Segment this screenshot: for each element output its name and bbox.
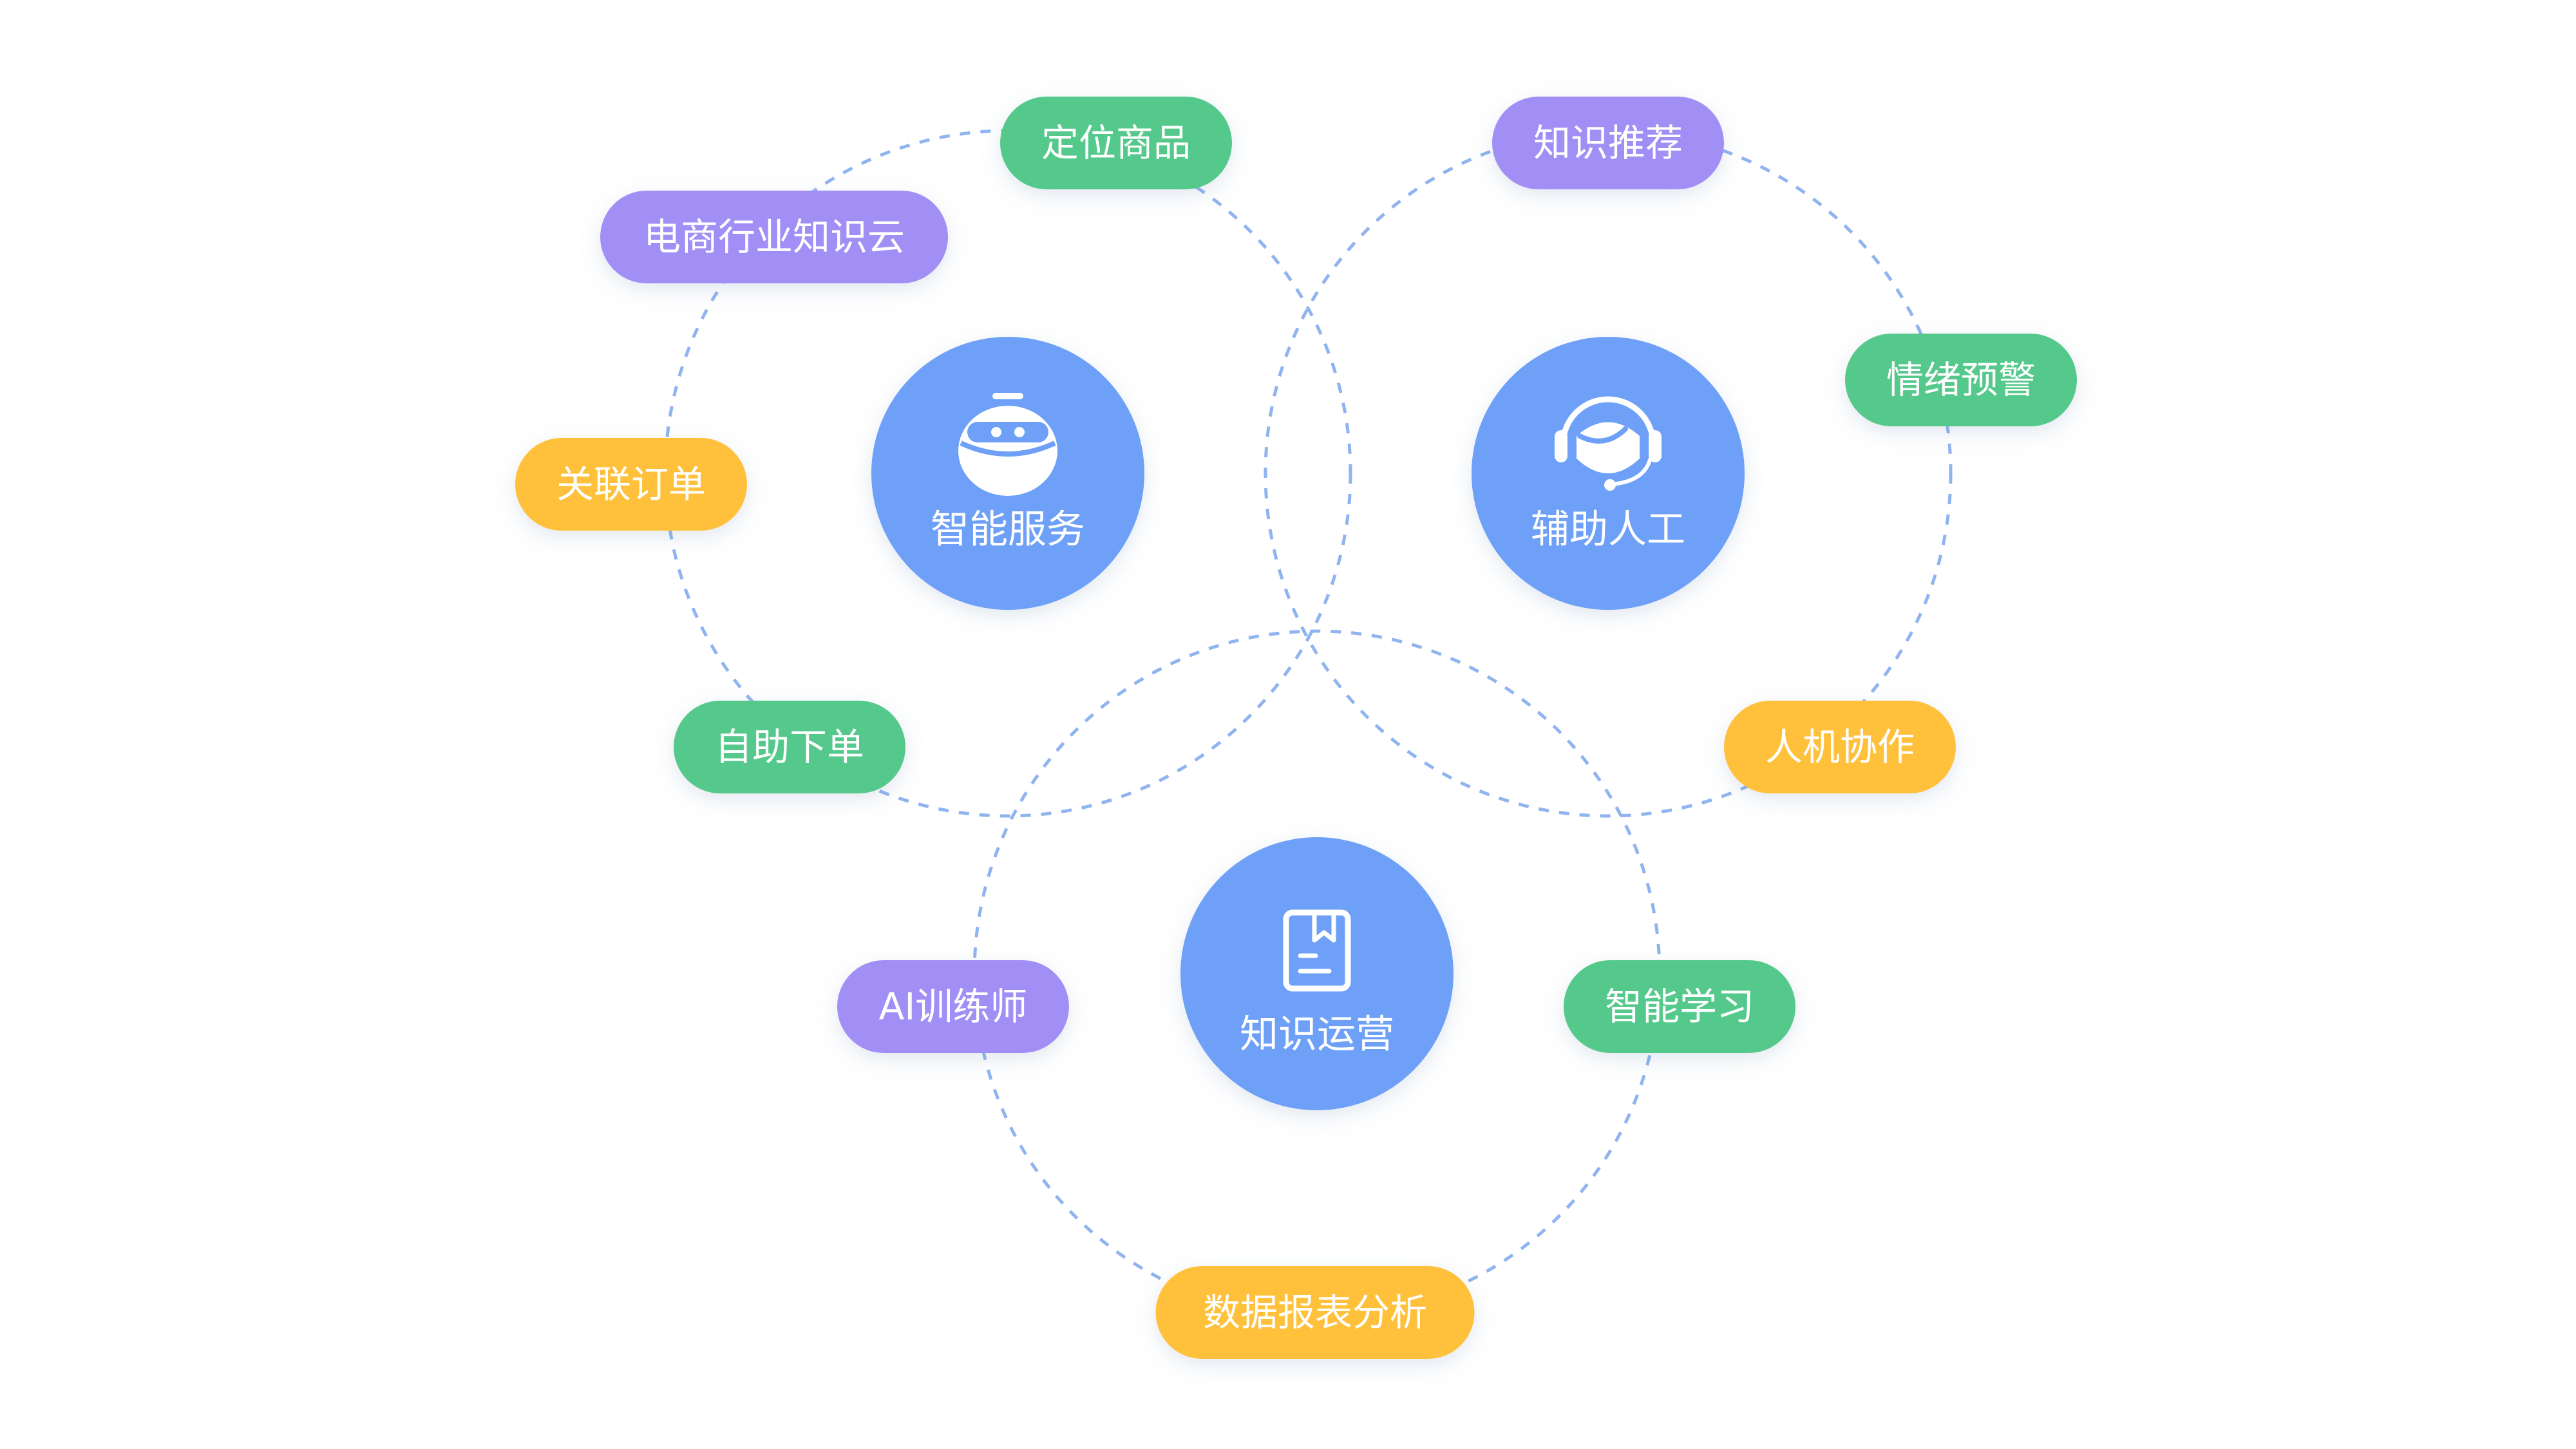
tag-label: 智能学习 [1605, 985, 1754, 1028]
tag-locate-product: 定位商品 [1000, 97, 1232, 189]
tag-pill-background [1492, 97, 1724, 189]
tag-pill-background [600, 191, 948, 283]
tag-self-order: 自助下单 [674, 701, 905, 793]
tag-label: 定位商品 [1041, 121, 1191, 165]
tag-pill-background [1564, 960, 1795, 1053]
tag-label: AI训练师 [879, 985, 1028, 1028]
hub-knowledge-ops [1180, 837, 1454, 1110]
tag-ai-trainer: AI训练师 [837, 960, 1069, 1053]
tag-smart-learning: 智能学习 [1564, 960, 1795, 1053]
tag-pill-background [1155, 1266, 1475, 1359]
tag-related-order: 关联订单 [515, 438, 747, 531]
tag-data-report: 数据报表分析 [1155, 1266, 1475, 1359]
tag-label: 数据报表分析 [1203, 1291, 1427, 1334]
tag-pill-background [1724, 701, 1956, 793]
headset-agent-icon [1555, 396, 1662, 491]
book-icon [1283, 909, 1351, 992]
tag-pill-background [1000, 97, 1232, 189]
tag-emotion-alert: 情绪预警 [1845, 334, 2077, 426]
tag-label: 关联订单 [556, 462, 706, 506]
hub-label: 知识运营 [1240, 1012, 1394, 1057]
robot-icon [958, 393, 1057, 496]
tag-label: 人机协作 [1765, 725, 1915, 769]
tag-ecommerce-cloud: 电商行业知识云 [600, 191, 948, 283]
tag-pill-background [674, 701, 905, 793]
tag-label: 知识推荐 [1533, 121, 1683, 165]
tag-label: 情绪预警 [1886, 358, 2036, 402]
hub-label: 辅助人工 [1531, 507, 1685, 553]
hub-label: 智能服务 [931, 507, 1085, 553]
tag-pill-background [1845, 334, 2077, 426]
tag-knowledge-recommend: 知识推荐 [1492, 97, 1724, 189]
tag-pill-background [515, 438, 747, 531]
tag-human-machine: 人机协作 [1724, 701, 1956, 793]
tag-label: 自助下单 [715, 725, 864, 769]
tag-pill-background [837, 960, 1069, 1053]
tag-label: 电商行业知识云 [643, 215, 905, 259]
